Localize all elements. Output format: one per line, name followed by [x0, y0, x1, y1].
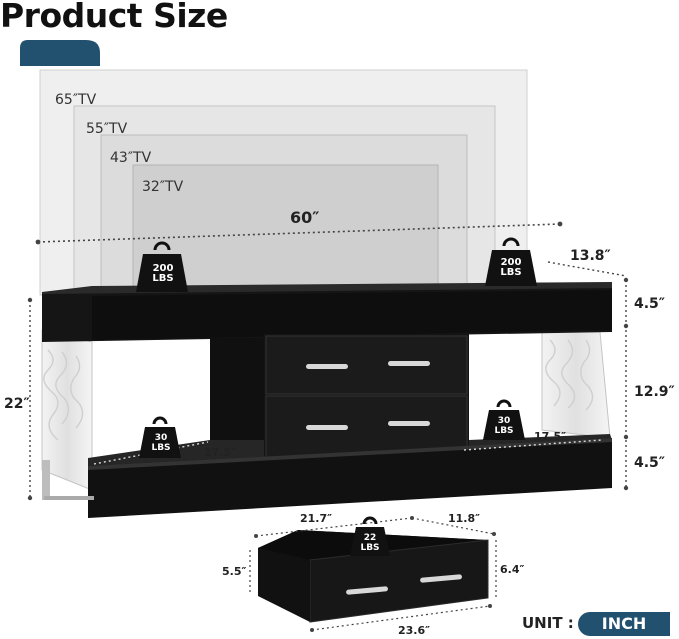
weight-icon-top-right [485, 237, 537, 286]
tv-label-43: 43″TV [110, 150, 152, 166]
depth-dimension-label: 13.8″ [570, 248, 611, 264]
width-dimension-line [37, 223, 561, 243]
weight-icon-top-left [136, 241, 188, 292]
center-cabinet-post [210, 338, 265, 460]
tv-label-55: 55″TV [86, 121, 128, 137]
weight-label-shelf-right: 30 LBS [494, 416, 514, 436]
weight-icon-shelf-right [483, 399, 525, 440]
drawer-handle [388, 361, 430, 366]
tv-size-frames [39, 69, 528, 296]
base-thickness-label: 4.5″ [634, 455, 666, 471]
weight-label-top-right: 200 LBS [500, 257, 522, 278]
drawer-detail-illustration [249, 516, 497, 632]
top-thickness-label: 4.5″ [634, 296, 666, 312]
drawer-handle [388, 421, 430, 426]
total-height-label: 22″ [4, 396, 30, 412]
drawer-depth-label: 11.8″ [448, 512, 481, 525]
drawer-handle [306, 364, 348, 369]
page-title: Product Size [0, 0, 228, 35]
width-dimension-label: 60″ [290, 208, 320, 227]
tv-stand-base [88, 438, 612, 518]
unit-badge: INCH [578, 612, 670, 636]
left-shelf-depth-label: 17.5″ [204, 446, 237, 459]
open-height-label: 12.9″ [634, 384, 675, 400]
drawer-width-label: 21.7″ [300, 512, 333, 525]
depth-dimension-line [547, 261, 627, 277]
right-shelf-depth-label: 17.5″ [534, 430, 567, 443]
tv-label-65: 65″TV [55, 92, 97, 108]
right-acrylic-panel [541, 331, 611, 439]
weight-label-top-left: 200 LBS [152, 263, 174, 284]
weight-icon-shelf-left [139, 416, 181, 458]
drawer-upper-front [265, 335, 468, 395]
title-accent-swoosh [20, 40, 100, 66]
drawer-inner-height-label: 5.5″ [222, 565, 247, 578]
weight-label-shelf-left: 30 LBS [151, 433, 171, 453]
drawer-outer-height-label: 6.4″ [500, 563, 525, 576]
unit-label: UNIT : [522, 614, 574, 632]
drawer-outer-width-label: 23.6″ [398, 624, 431, 637]
weight-label-drawer: 22 LBS [360, 533, 380, 553]
drawer-handle [306, 425, 348, 430]
tv-label-32: 32″TV [142, 179, 184, 195]
